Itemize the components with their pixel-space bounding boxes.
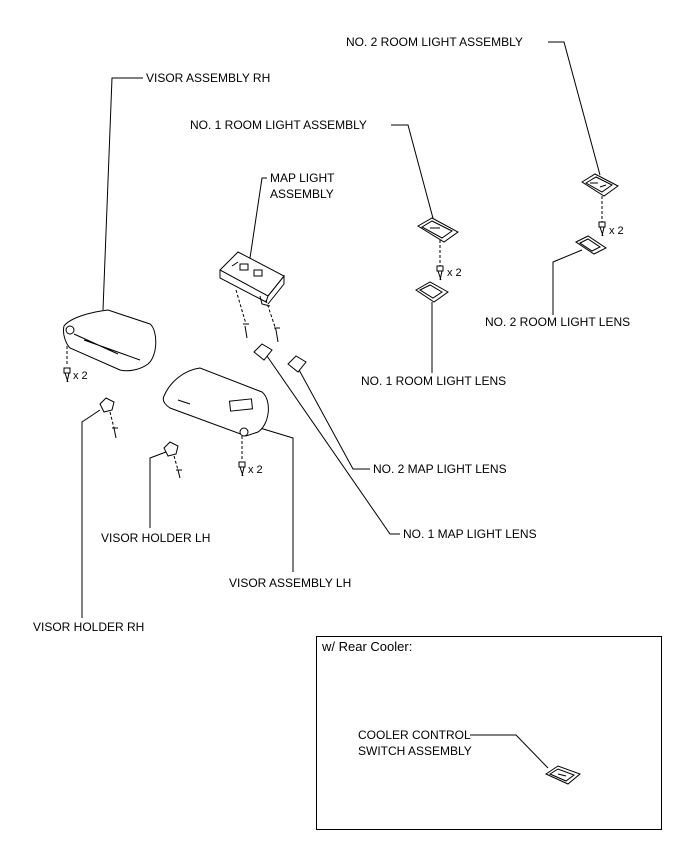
no1-map-light-lens-part — [253, 343, 273, 361]
visor-assembly-lh-part — [162, 367, 269, 437]
map-light-assembly-part — [219, 251, 285, 307]
map-light-screw-icon — [243, 323, 280, 343]
rear-cooler-inset — [316, 636, 662, 830]
leader-cooler-control — [470, 734, 549, 769]
label-visor-assembly-lh: VISOR ASSEMBLY LH — [229, 576, 352, 590]
leader-visor-assembly-lh — [249, 424, 294, 572]
leader-no2-room-light-assembly — [548, 41, 601, 176]
leader-no2-map-light-lens — [297, 367, 370, 470]
visor-lh-screw-icon — [238, 461, 246, 477]
visor-holder-rh-part — [99, 397, 118, 439]
label-no2-room-light-lens: NO. 2 ROOM LIGHT LENS — [485, 315, 631, 329]
leader-visor-assembly-rh — [102, 77, 143, 311]
no2-room-light-assembly-part — [581, 173, 619, 197]
no1-room-light-lens-part — [415, 281, 449, 303]
no1-room-light-assembly-part — [417, 217, 459, 243]
label-no2-map-light-lens: NO. 2 MAP LIGHT LENS — [373, 462, 507, 476]
no2-room-light-lens-part — [575, 235, 607, 255]
label-no1-room-light-lens: NO. 1 ROOM LIGHT LENS — [361, 374, 507, 388]
leader-no1-map-light-lens — [266, 355, 400, 535]
qty-no2-room-screws: x 2 — [609, 225, 624, 237]
label-visor-holder-rh: VISOR HOLDER RH — [33, 620, 145, 634]
label-map-light-assembly-line1: MAP LIGHT — [270, 171, 335, 185]
no1-room-screw-icon — [436, 265, 444, 281]
leader-visor-holder-lh — [149, 451, 167, 528]
no2-room-screw-icon — [598, 221, 606, 237]
label-cooler-control-line1: COOLER CONTROL — [358, 728, 471, 742]
label-visor-holder-lh: VISOR HOLDER LH — [101, 531, 211, 545]
cooler-control-switch-part — [544, 765, 581, 785]
visor-holder-lh-part — [163, 441, 182, 479]
label-cooler-control-line2: SWITCH ASSEMBLY — [358, 744, 472, 758]
qty-visor-rh-screws: x 2 — [73, 370, 88, 382]
leader-lines — [81, 41, 601, 769]
leader-map-light-assembly — [249, 177, 267, 259]
qty-no1-room-screws: x 2 — [447, 267, 462, 279]
leader-no2-room-light-lens — [552, 249, 583, 315]
label-map-light-assembly-line2: ASSEMBLY — [270, 187, 334, 201]
label-no1-room-light-assembly: NO. 1 ROOM LIGHT ASSEMBLY — [190, 118, 367, 132]
label-no2-room-light-assembly: NO. 2 ROOM LIGHT ASSEMBLY — [346, 35, 523, 49]
qty-visor-lh-screws: x 2 — [248, 464, 263, 476]
leader-no1-room-light-assembly — [391, 124, 435, 223]
leader-visor-holder-rh — [81, 409, 101, 618]
inset-title: w/ Rear Cooler: — [322, 639, 413, 654]
no2-map-light-lens-part — [287, 355, 307, 373]
label-no1-map-light-lens: NO. 1 MAP LIGHT LENS — [403, 527, 537, 541]
label-visor-assembly-rh: VISOR ASSEMBLY RH — [146, 71, 271, 85]
visor-rh-screw-icon — [63, 367, 71, 383]
visor-assembly-rh-part — [63, 309, 157, 372]
